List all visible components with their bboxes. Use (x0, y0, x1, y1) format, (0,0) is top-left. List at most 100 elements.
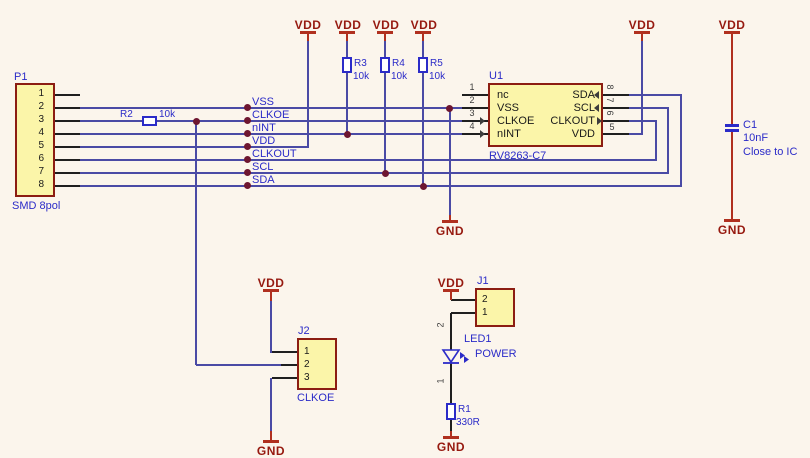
u1-pin6-stub (603, 120, 629, 122)
wire-j2-vdd (270, 301, 272, 353)
vdd1-stub (307, 33, 309, 41)
r3-resistor-body[interactable] (342, 57, 352, 73)
wire-vss (80, 107, 462, 109)
u1-pin-number: 5 (609, 122, 615, 132)
u1-pin-name: SCL (573, 102, 595, 114)
wire-vss-gnd-drop (449, 108, 451, 215)
gnd-symbol-label: GND (717, 223, 747, 237)
junction-dot (420, 183, 427, 190)
p1-pin2-stub (46, 107, 80, 109)
p1-connector-body[interactable] (15, 83, 55, 197)
u1-pin8-direction-arrow-icon (594, 91, 599, 99)
c1-refdes: C1 (743, 119, 758, 131)
gnd-symbol-label: GND (435, 224, 465, 238)
j2-pin1-stub (272, 351, 297, 353)
p1-pin-number: 1 (38, 88, 44, 99)
wire-r5-top (422, 41, 424, 57)
r5-resistor-body[interactable] (418, 57, 428, 73)
vdd-symbol-bar (634, 31, 650, 34)
j2-connector-body[interactable] (297, 338, 337, 390)
gnd-symbol-bar (442, 220, 458, 223)
vdd-symbol-bar (415, 31, 431, 34)
r4-resistor-body[interactable] (380, 57, 390, 73)
u1-pin4-stub (462, 133, 488, 135)
r2-value: 10k (159, 109, 176, 120)
j1-connector-body[interactable] (475, 288, 515, 327)
wire-u1-vdd-drop (641, 41, 643, 135)
j1-pin1-stub (451, 312, 475, 314)
j2-vdd-stub (270, 291, 272, 301)
p1-pin-number: 4 (38, 127, 44, 138)
gnd-symbol-bar (263, 440, 279, 443)
u1-pin-name: CLKOE (497, 115, 535, 127)
wire-sda (80, 185, 682, 187)
junction-dot (193, 118, 200, 125)
p1-pin8-stub (46, 185, 80, 187)
p1-pin-number: 6 (38, 153, 44, 164)
wire-scl (80, 172, 669, 174)
wire-r3-bottom (346, 73, 348, 135)
u1-refdes: U1 (489, 70, 504, 82)
led1-value: POWER (475, 348, 517, 360)
junction-dot (244, 169, 251, 176)
vdd-symbol-label: VDD (294, 18, 322, 32)
wire-vdd-row (80, 146, 309, 148)
junction-dot (244, 182, 251, 189)
j2-pin2-stub (281, 364, 297, 366)
wire-scl-wrap (667, 108, 669, 174)
net-label-scl: SCL (252, 161, 274, 173)
u1-pin-name: CLKOUT (550, 115, 595, 127)
vdd-symbol-bar (724, 31, 740, 34)
wire-j2-gnd (270, 378, 272, 431)
j2-pin3-stub (272, 377, 297, 379)
junction-dot (244, 130, 251, 137)
u1-pin-number: 4 (469, 121, 475, 131)
vdd3-stub (384, 33, 386, 41)
vdd-symbol-label: VDD (628, 18, 656, 32)
c1-note: Close to IC (743, 146, 798, 158)
j2-gnd-stub (270, 431, 272, 440)
u1-pin-number: 7 (605, 97, 615, 103)
wire-sda-wrap-top (629, 94, 682, 96)
c1-value: 10nF (743, 132, 769, 144)
vdd-symbol-label: VDD (437, 276, 465, 290)
wire-r5-bottom (422, 73, 424, 187)
gnd-symbol-bar (443, 436, 459, 439)
wire-clkoe-right (157, 120, 462, 122)
p1-pin1-stub (46, 94, 80, 96)
gnd1-stub (449, 215, 451, 221)
led1-diode-symbol[interactable] (437, 348, 473, 366)
j1-refdes: J1 (477, 275, 489, 287)
junction-dot (446, 105, 453, 112)
wire-u1-vdd (629, 133, 643, 135)
vdd-symbol-bar (300, 31, 316, 34)
vdd-symbol-bar (263, 289, 279, 292)
p1-pin6-stub (46, 159, 80, 161)
r5-refdes: R5 (430, 58, 443, 69)
p1-pin-number: 8 (38, 179, 44, 190)
vdd-symbol-bar (377, 31, 393, 34)
r1-value: 330R (456, 417, 480, 428)
u1-pin7-stub (603, 107, 629, 109)
u1-ic-body[interactable] (488, 83, 603, 147)
wire-r4-top (384, 41, 386, 57)
net-label-vdd: VDD (252, 135, 276, 147)
u1-pin-number: 3 (469, 108, 475, 118)
r1-gnd-stub (450, 431, 452, 437)
u1-pin-number: 1 (469, 82, 475, 92)
r2-resistor-body[interactable] (142, 116, 157, 126)
u1-pin7-direction-arrow-icon (594, 104, 599, 112)
u1-pin-name: VSS (497, 102, 520, 114)
net-label-nint: nINT (252, 122, 276, 134)
j2-label: CLKOE (297, 392, 335, 404)
junction-dot (244, 156, 251, 163)
gnd-symbol-label: GND (436, 440, 466, 454)
j2-refdes: J2 (298, 325, 310, 337)
c1-capacitor-plate[interactable] (725, 124, 739, 127)
r1-resistor-body[interactable] (446, 403, 456, 420)
p1-pin-number: 2 (38, 101, 44, 112)
p1-pin-number: 7 (38, 166, 44, 177)
r4-value: 10k (391, 71, 408, 82)
c1-capacitor-plate[interactable] (725, 129, 739, 132)
wire-scl-wrap-top (629, 107, 669, 109)
